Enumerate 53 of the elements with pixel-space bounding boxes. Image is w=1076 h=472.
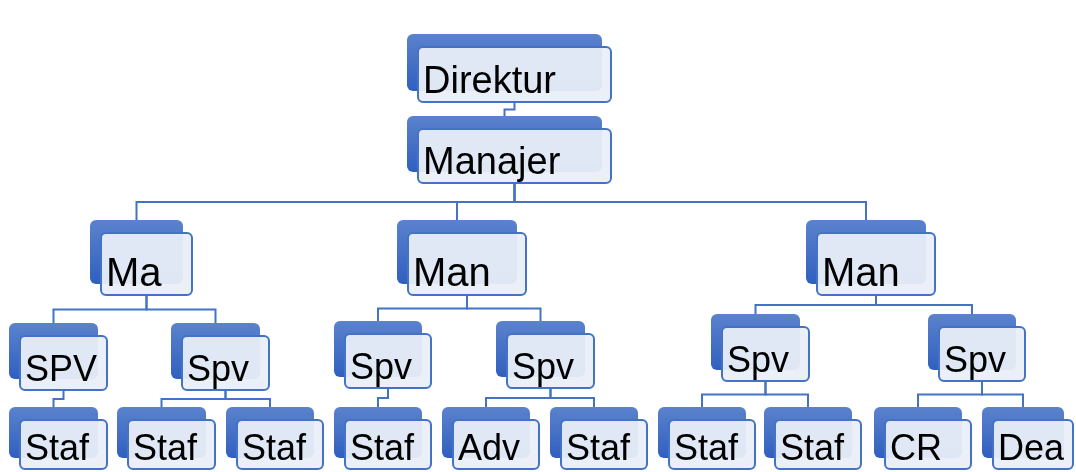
box-label: Staf	[133, 430, 198, 468]
org-box	[397, 220, 527, 296]
box-label: Spv	[350, 349, 413, 387]
box-label: CR	[890, 430, 942, 468]
box-label: Ma	[106, 252, 162, 294]
org-box	[806, 220, 936, 296]
box-label: Manajer	[423, 142, 561, 182]
org-box	[658, 407, 756, 470]
box-label: Man	[822, 252, 900, 294]
org-box	[550, 407, 648, 470]
org-box	[334, 321, 432, 389]
box-label: Staf	[674, 430, 739, 468]
box-label: Direktur	[423, 61, 557, 101]
box-label: Staf	[566, 430, 631, 468]
box-label: Staf	[242, 430, 307, 468]
org-box	[928, 314, 1026, 382]
connector-line	[503, 102, 516, 117]
connector-line	[52, 390, 65, 408]
connector-line	[549, 388, 595, 408]
connector-line	[875, 295, 973, 315]
box-label: Spv	[187, 351, 250, 389]
org-box	[334, 407, 432, 470]
org-box	[442, 407, 540, 470]
box-label: Man	[413, 252, 491, 294]
org-box	[764, 407, 862, 470]
box-label: Spv	[944, 342, 1007, 380]
org-box	[407, 116, 612, 184]
box-label: Staf	[350, 430, 415, 468]
org-box	[407, 34, 612, 103]
box-label: Spv	[512, 349, 575, 387]
org-box	[9, 407, 108, 470]
org-box	[117, 407, 216, 470]
connector-line	[466, 295, 542, 322]
box-label: Adv	[458, 430, 521, 468]
org-box	[982, 407, 1074, 470]
connector-line	[224, 390, 271, 408]
org-box	[171, 323, 270, 391]
box-label: Dea	[998, 430, 1065, 468]
box-label: Staf	[25, 430, 90, 468]
org-box	[90, 220, 193, 296]
connector-line	[513, 183, 867, 221]
org-box	[9, 323, 108, 391]
org-box	[711, 314, 810, 382]
connector-line	[377, 388, 389, 408]
box-label: SPV	[25, 351, 98, 389]
box-label: Spv	[727, 342, 790, 380]
org-box	[226, 407, 324, 470]
box-label: Staf	[780, 430, 845, 468]
connector-line	[145, 295, 217, 324]
org-box	[874, 407, 972, 470]
connector-line	[981, 381, 1024, 408]
org-box	[496, 321, 595, 389]
connector-line	[764, 381, 809, 408]
